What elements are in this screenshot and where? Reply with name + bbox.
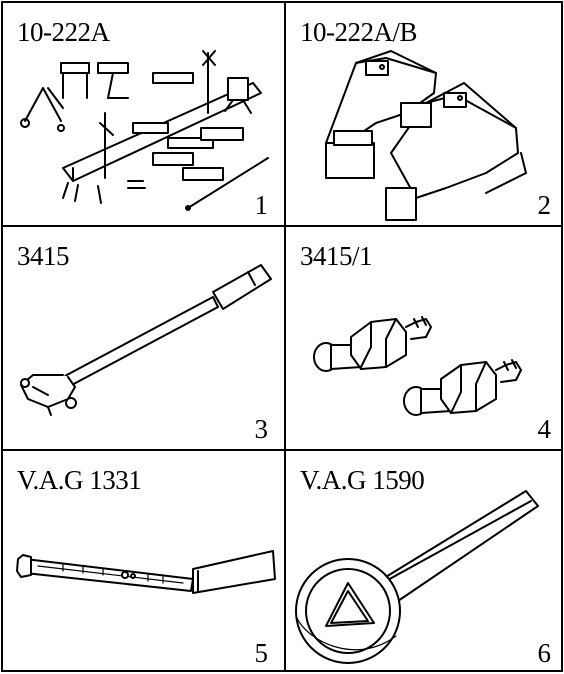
triangle-socket-wrench-icon [295,490,539,664]
tool-code-label: 10-222A/B [300,17,418,47]
tool-number-label: 3 [254,414,269,444]
grid-divider-row-1 [3,225,561,227]
engine-support-bridge-icon [20,50,269,211]
tool-cell-2: 10-222A/B 2 [286,3,564,225]
tool-cell-6: V.A.G 1590 6 [286,451,564,673]
tool-cell-1: 10-222A 1 [3,3,282,225]
tool-code-label: V.A.G 1331 [17,465,142,495]
tool-number-label: 4 [537,414,552,444]
tool-number-label: 5 [254,638,269,668]
threaded-pin-adapters-icon [313,316,522,416]
tool-code-label: 3415/1 [300,241,373,271]
tool-code-label: 10-222A [17,17,110,47]
grid-divider-row-2 [3,449,561,451]
tool-number-label: 2 [537,190,552,220]
tool-code-label: V.A.G 1590 [300,465,425,495]
tool-cell-5: V.A.G 1331 5 [3,451,282,673]
tool-number-label: 6 [537,638,552,668]
support-adapter-blocks-icon [325,50,527,221]
pin-spanner-wrench-icon [20,264,272,416]
tool-code-label: 3415 [17,241,70,271]
torque-wrench-icon [16,550,276,594]
grid-divider-vertical [284,3,286,670]
tool-cell-4: 3415/1 4 [286,227,564,449]
tool-number-label: 1 [254,190,269,220]
tool-cell-3: 3415 3 [3,227,282,449]
